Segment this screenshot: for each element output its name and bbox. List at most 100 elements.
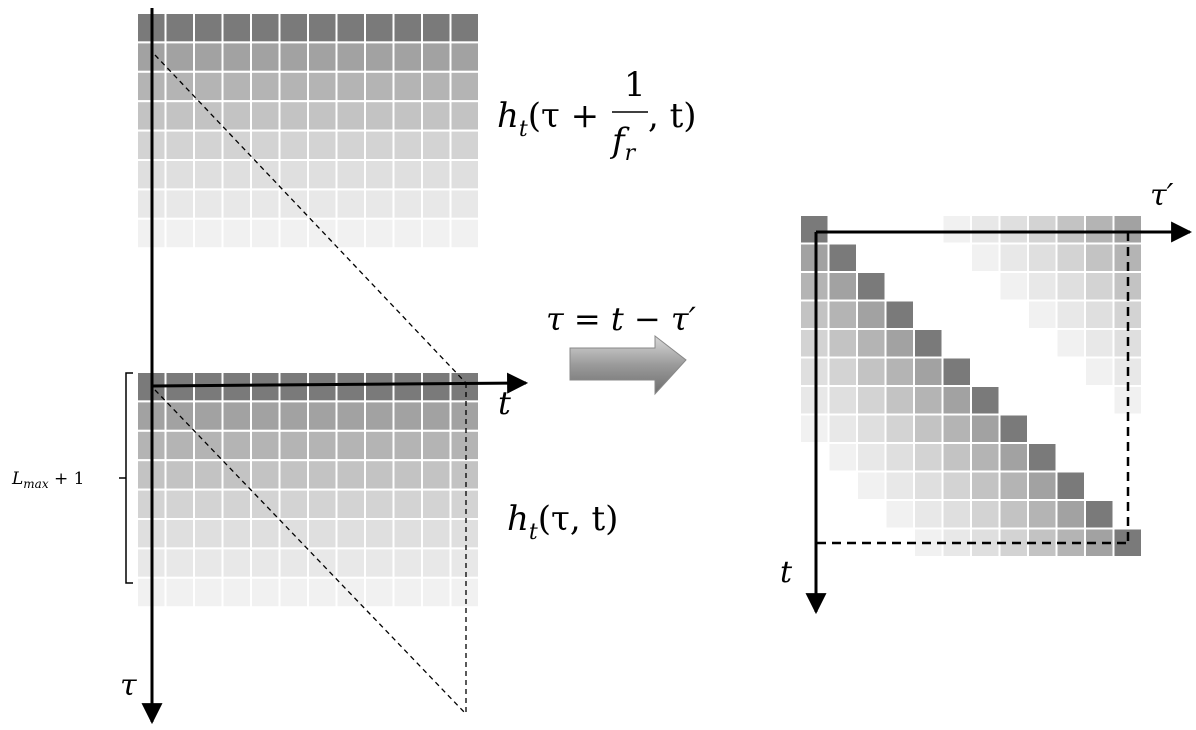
lower-grid-cell (364, 400, 395, 432)
upper-grid-cell (364, 100, 395, 132)
lower-grid-cell (392, 400, 423, 432)
lower-grid-cell (278, 488, 309, 521)
right-grid-cell (1027, 271, 1058, 302)
lower-grid-cell (449, 488, 480, 521)
lower-grid-cell (421, 429, 452, 462)
lower-grid-cell (250, 547, 281, 579)
upper-grid-cell (392, 70, 423, 103)
right-grid-cell (913, 442, 944, 473)
lower-grid-cell (164, 459, 195, 491)
lower-grid-cell (364, 488, 395, 521)
right-grid-cell (1084, 499, 1115, 530)
right-grid-cell (970, 499, 1001, 530)
upper-grid-cell (449, 41, 480, 73)
lower-grid-cell (193, 400, 224, 432)
right-grid-cell (827, 242, 858, 273)
right-grid-cell (856, 442, 887, 473)
right-grid-cell (913, 356, 944, 387)
lower-grid-cell (335, 547, 366, 579)
upper-grid-cell (364, 70, 395, 103)
lower-grid-cell (335, 576, 366, 609)
lower-grid-cell (307, 547, 338, 579)
upper-grid-cell (164, 100, 195, 132)
upper-grid-cell (335, 188, 366, 220)
right-grid-cell (998, 442, 1029, 473)
upper-grid-cell (421, 188, 452, 220)
right-grid-cell (856, 470, 887, 501)
lower-grid-cell (278, 371, 309, 403)
lower-grid-cell (335, 518, 366, 550)
right-grid-cell (1055, 499, 1086, 530)
lower-grid-cell (421, 400, 452, 432)
right-grid-cell (970, 470, 1001, 501)
lower-grid-cell (193, 459, 224, 491)
right-grid-cell (827, 328, 858, 359)
rows-brace (119, 372, 133, 584)
upper-grid-cell (193, 12, 224, 44)
lower-grid-cell (221, 576, 252, 609)
upper-grid-cell (221, 41, 252, 73)
upper-grid-cell (392, 129, 423, 162)
right-grid-cell (1027, 214, 1058, 245)
upper-block-label-close: , t) (648, 96, 697, 136)
lower-grid-cell (392, 459, 423, 491)
right-grid-cell (913, 470, 944, 501)
upper-grid-cell (164, 159, 195, 191)
right-grid-cell (884, 413, 915, 444)
lower-grid-cell (164, 429, 195, 462)
lower-grid-cell (278, 547, 309, 579)
lower-grid-cell (449, 400, 480, 432)
right-grid-cell (799, 299, 830, 330)
right-grid-cell (884, 328, 915, 359)
upper-grid-cell (307, 188, 338, 220)
right-grid-cell (970, 413, 1001, 444)
right-triangular-grid (799, 214, 1143, 558)
lower-grid-cell (221, 488, 252, 521)
right-grid-cell (998, 499, 1029, 530)
upper-grid-cell (278, 217, 309, 250)
upper-block-frac-den: fr (609, 121, 637, 166)
lower-grid-cell (307, 400, 338, 432)
lower-grid-cell (193, 576, 224, 609)
right-grid-cell (913, 328, 944, 359)
right-grid-cell (856, 328, 887, 359)
left-t-axis-line (151, 372, 529, 394)
upper-grid-cell (449, 129, 480, 162)
right-grid-cell (970, 385, 1001, 416)
right-grid-cell (998, 413, 1029, 444)
lower-grid-cell (307, 371, 338, 403)
lower-grid-cell (335, 371, 366, 403)
lower-grid-cell (449, 459, 480, 491)
right-grid-cell (856, 385, 887, 416)
lower-grid-cell (193, 518, 224, 550)
upper-grid-cell (335, 41, 366, 73)
right-grid-cell (856, 299, 887, 330)
transform-arrow (569, 334, 687, 396)
upper-grid-cell (335, 100, 366, 132)
upper-grid-cell (164, 129, 195, 162)
right-grid-cell (998, 242, 1029, 273)
right-tau-prime-axis-label: τ′ (1150, 178, 1174, 213)
right-grid-cell (799, 214, 830, 245)
lower-grid-cell (164, 547, 195, 579)
lower-grid-cell (449, 518, 480, 550)
lower-grid-cell (307, 488, 338, 521)
right-grid-cell (913, 413, 944, 444)
lower-dashed-diagonal (154, 389, 467, 715)
upper-grid-cell (392, 217, 423, 250)
right-grid-cell (827, 413, 858, 444)
lower-grid-cell (250, 371, 281, 403)
lower-grid-cell (392, 429, 423, 462)
right-grid-cell (856, 356, 887, 387)
upper-grid-cell (250, 129, 281, 162)
right-grid-cell (1084, 214, 1115, 245)
right-grid-cell (1055, 271, 1086, 302)
lower-grid-cell (307, 429, 338, 462)
upper-grid-cell (278, 188, 309, 220)
upper-grid-cell (307, 217, 338, 250)
lower-grid-cell (449, 371, 480, 403)
lower-grid-cell (392, 488, 423, 521)
upper-grid-cell (421, 12, 452, 44)
upper-grid-cell (449, 188, 480, 220)
upper-grid-cell (421, 100, 452, 132)
